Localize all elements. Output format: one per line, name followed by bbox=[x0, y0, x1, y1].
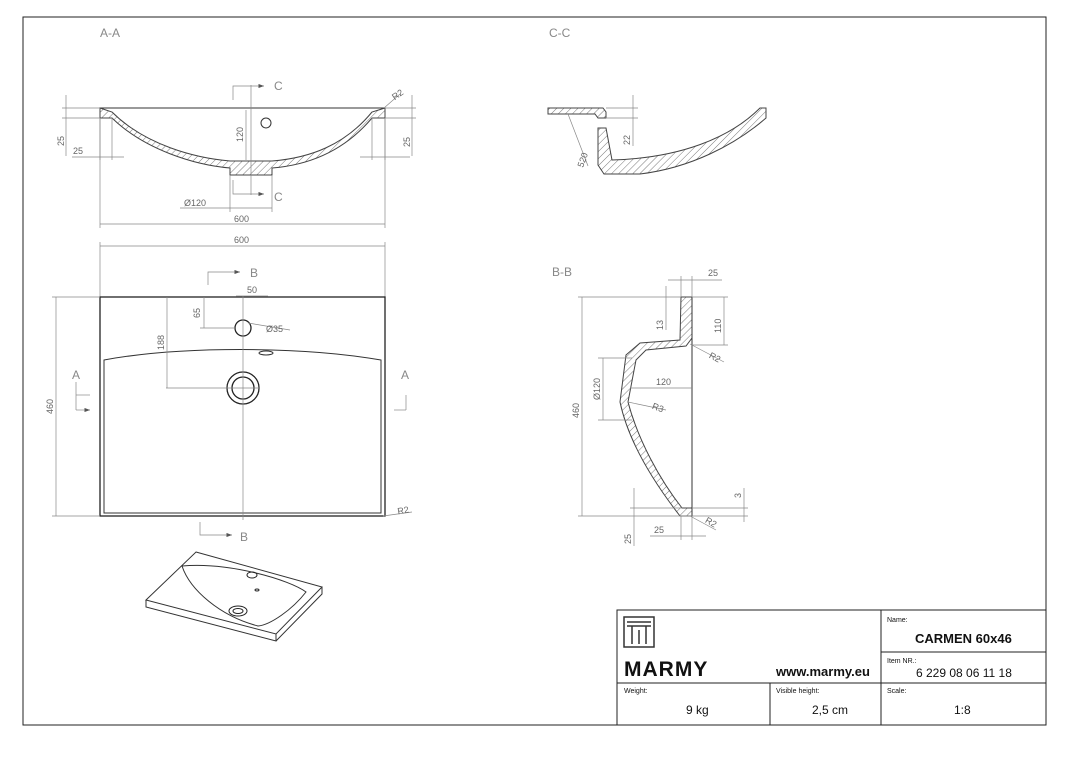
plan-basin bbox=[103, 349, 382, 514]
bb-dim-r3: R3 bbox=[651, 401, 665, 414]
section-bb: B-B 25 13 110 R2 Ø120 120 R3 460 bbox=[552, 265, 748, 546]
plan-cut-a-right: A bbox=[401, 368, 409, 382]
plan-cut-a-left: A bbox=[72, 368, 80, 382]
aa-dim-r2: R2 bbox=[390, 87, 405, 102]
weight-value: 9 kg bbox=[686, 703, 709, 717]
plan-dim-460: 460 bbox=[45, 399, 55, 414]
visible-height-label: Visible height: bbox=[776, 688, 820, 695]
bb-dim-25-bottom-v: 25 bbox=[623, 534, 633, 544]
section-bb-label: B-B bbox=[552, 265, 572, 279]
plan-dim-50: 50 bbox=[247, 285, 257, 295]
name-value: CARMEN 60x46 bbox=[915, 631, 1012, 646]
visible-height-value: 2,5 cm bbox=[812, 703, 848, 717]
aa-cut-c-top: C bbox=[274, 79, 283, 93]
cc-dim-22: 22 bbox=[622, 135, 632, 145]
plan-view: 600 B B A A 50 65 bbox=[45, 235, 413, 544]
section-cc-label: C-C bbox=[549, 26, 571, 40]
plan-dim-600: 600 bbox=[234, 235, 249, 245]
aa-dim-120: 120 bbox=[235, 127, 245, 142]
plan-cut-b-top: B bbox=[250, 266, 258, 280]
cc-dim-520: 520 bbox=[575, 151, 590, 169]
brand-name: MARMY bbox=[624, 658, 708, 681]
bb-dim-120: 120 bbox=[656, 377, 671, 387]
bb-dim-25-bottom-h: 25 bbox=[654, 525, 664, 535]
item-label: Item NR.: bbox=[887, 658, 917, 665]
aa-dim-25-bottom: 25 bbox=[73, 146, 83, 156]
bb-dim-25-top: 25 bbox=[708, 268, 718, 278]
aa-dim-phi120: Ø120 bbox=[184, 198, 206, 208]
section-aa-label: A-A bbox=[100, 26, 120, 40]
scale-value: 1:8 bbox=[954, 703, 971, 717]
marmy-logo-icon bbox=[623, 616, 655, 648]
plan-dim-188: 188 bbox=[156, 335, 166, 350]
bb-dim-phi120: Ø120 bbox=[592, 378, 602, 400]
aa-dim-600: 600 bbox=[234, 214, 249, 224]
bb-dim-3: 3 bbox=[733, 493, 743, 498]
plan-dim-65: 65 bbox=[192, 308, 202, 318]
aa-dim-25-left: 25 bbox=[56, 136, 66, 146]
section-cc: C-C 22 520 bbox=[547, 26, 767, 175]
plan-overflow bbox=[258, 350, 274, 356]
iso-tap-hole bbox=[246, 571, 258, 579]
aa-cut-c-bottom: C bbox=[274, 190, 283, 204]
bb-dim-13: 13 bbox=[655, 320, 665, 330]
plan-outline bbox=[99, 296, 386, 517]
weight-label: Weight: bbox=[624, 688, 648, 695]
bb-dim-460: 460 bbox=[571, 403, 581, 418]
plan-dim-r2: R2 bbox=[397, 504, 410, 516]
plan-cut-b-bottom: B bbox=[240, 530, 248, 544]
isometric-view bbox=[145, 551, 323, 642]
name-label: Name: bbox=[887, 617, 908, 624]
plan-dim-phi35: Ø35 bbox=[266, 324, 283, 334]
iso-drain bbox=[228, 605, 248, 617]
section-aa: A-A C C R2 120 25 25 2 bbox=[56, 26, 416, 228]
aa-overflow-hole bbox=[260, 117, 272, 129]
cc-section bbox=[547, 107, 607, 119]
bb-dim-110: 110 bbox=[713, 319, 723, 333]
title-block: MARMY www.marmy.eu Name: CARMEN 60x46 It… bbox=[616, 609, 1047, 726]
aa-dim-25-right: 25 bbox=[402, 137, 412, 147]
bb-dim-r2-bottom: R2 bbox=[704, 515, 719, 529]
brand-url: www.marmy.eu bbox=[775, 664, 870, 679]
item-value: 6 229 08 06 11 18 bbox=[916, 666, 1012, 680]
scale-label: Scale: bbox=[887, 688, 907, 695]
bb-dim-r2-top: R2 bbox=[707, 350, 722, 364]
drawing-frame bbox=[22, 16, 1047, 726]
